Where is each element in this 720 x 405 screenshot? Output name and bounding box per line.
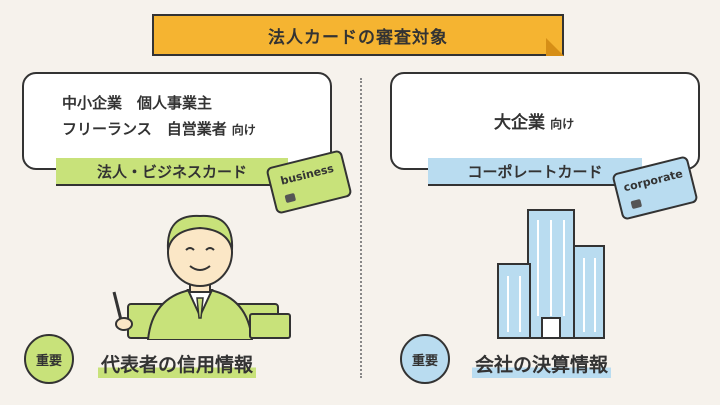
left-important-badge: 重要 (24, 334, 74, 384)
left-targets-line2: フリーランス 自営業者 (62, 120, 227, 138)
left-caption: 代表者の信用情報 (98, 352, 257, 378)
right-card-label-text: コーポレートカード (467, 162, 603, 181)
business-card-text: business (279, 161, 336, 188)
card-chip-icon (630, 198, 643, 210)
left-card-label-text: 法人・ビジネスカード (96, 162, 247, 181)
right-caption: 会社の決算情報 (472, 352, 612, 378)
card-chip-icon (284, 192, 297, 204)
businessman-illustration (112, 214, 291, 340)
right-target-row: 大企業 向け (494, 108, 574, 133)
right-target: 大企業 (494, 113, 545, 133)
left-card-label: 法人・ビジネスカード (56, 158, 288, 186)
left-speech-bubble (22, 72, 332, 170)
right-target-suffix: 向け (550, 117, 575, 131)
banner-fold (546, 38, 564, 56)
page-title: 法人カードの審査対象 (268, 27, 448, 48)
left-targets-line1: 中小企業 個人事業主 (62, 94, 213, 112)
left-targets-line2-row: フリーランス 自営業者 向け (62, 118, 256, 139)
right-card-label: コーポレートカード (428, 158, 642, 186)
right-important-badge: 重要 (400, 334, 450, 384)
corporate-card-text: corporate (622, 167, 685, 195)
title-banner: 法人カードの審査対象 (152, 14, 564, 56)
left-targets-suffix: 向け (231, 123, 256, 137)
building-illustration (497, 209, 605, 339)
center-divider (360, 78, 362, 378)
left-badge-text: 重要 (35, 353, 62, 369)
right-badge-text: 重要 (411, 353, 438, 369)
